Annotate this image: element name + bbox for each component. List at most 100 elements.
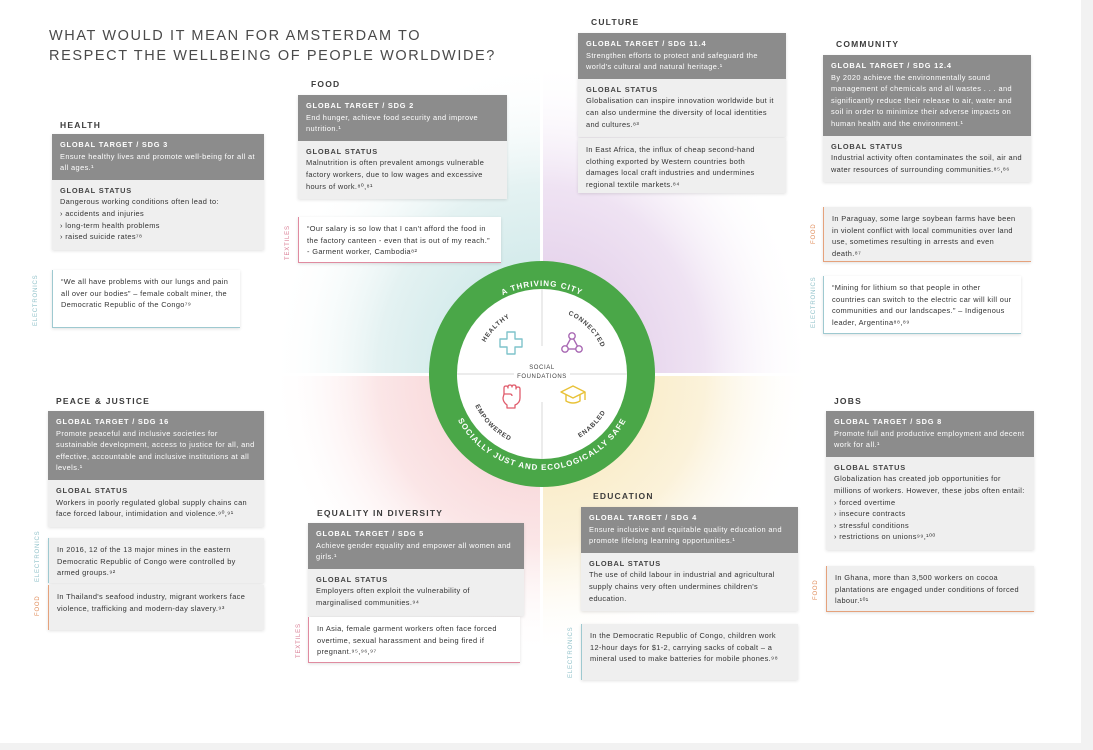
jobs-status-head: GLOBAL STATUS — [834, 462, 906, 472]
culture-target-text: Strengthen efforts to protect and safegu… — [586, 50, 758, 72]
culture-target-head: GLOBAL TARGET / SDG 11.4 — [586, 39, 707, 48]
list-item: raised suicide rates⁷⁸ — [60, 231, 256, 243]
jobs-card: GLOBAL TARGET / SDG 8 Promote full and p… — [826, 411, 1034, 550]
jobs-example-tag: FOOD — [813, 579, 819, 600]
equality-example-tag: TEXTILES — [296, 623, 302, 658]
education-status-head: GLOBAL STATUS — [589, 558, 661, 568]
food-example-tag: TEXTILES — [285, 225, 291, 260]
equality-card: GLOBAL TARGET / SDG 5 Achieve gender equ… — [308, 523, 524, 616]
food-status: GLOBAL STATUS Malnutrition is often prev… — [298, 140, 507, 200]
peace-example-1: In 2016, 12 of the 13 major mines in the… — [48, 538, 264, 583]
education-target-text: Ensure inclusive and equitable quality e… — [589, 524, 782, 546]
food-title: FOOD — [311, 79, 341, 89]
peace-example1-tag: ELECTRONICS — [35, 530, 41, 582]
health-status-text: Dangerous working conditions often lead … — [60, 197, 219, 207]
community-example-2: “Mining for lithium so that people in ot… — [823, 276, 1021, 334]
peace-title: PEACE & JUSTICE — [56, 396, 151, 406]
community-example-1: In Paraguay, some large soybean farms ha… — [823, 207, 1031, 262]
food-example: “Our salary is so low that I can't affor… — [298, 217, 501, 263]
food-target-head: GLOBAL TARGET / SDG 2 — [306, 101, 415, 110]
education-target: GLOBAL TARGET / SDG 4 Ensure inclusive a… — [581, 507, 798, 553]
list-item: accidents and injuries — [60, 208, 256, 220]
health-cross-icon — [499, 331, 523, 355]
equality-target: GLOBAL TARGET / SDG 5 Achieve gender equ… — [308, 523, 524, 569]
culture-example: In East Africa, the influx of cheap seco… — [578, 138, 786, 193]
education-example: In the Democratic Republic of Congo, chi… — [581, 624, 798, 680]
food-target: GLOBAL TARGET / SDG 2 End hunger, achiev… — [298, 95, 507, 141]
education-card: GLOBAL TARGET / SDG 4 Ensure inclusive a… — [581, 507, 798, 612]
peace-target-text: Promote peaceful and inclusive societies… — [56, 428, 255, 473]
poster: WHAT WOULD IT MEAN FOR AMSTERDAM TO RESP… — [0, 0, 1081, 743]
jobs-status-text: Globalization has created job opportunit… — [834, 474, 1025, 495]
peace-status: GLOBAL STATUS Workers in poorly regulate… — [48, 479, 264, 527]
health-status: GLOBAL STATUS Dangerous working conditio… — [52, 179, 264, 250]
equality-title: EQUALITY IN DIVERSITY — [317, 508, 444, 518]
community-target-head: GLOBAL TARGET / SDG 12.4 — [831, 61, 952, 70]
food-target-text: End hunger, achieve food security and im… — [306, 112, 479, 134]
community-status-head: GLOBAL STATUS — [831, 141, 903, 151]
community-card: GLOBAL TARGET / SDG 12.4 By 2020 achieve… — [823, 55, 1031, 183]
jobs-status: GLOBAL STATUS Globalization has created … — [826, 456, 1034, 550]
culture-status-head: GLOBAL STATUS — [586, 84, 658, 94]
peace-example2-tag: FOOD — [35, 595, 41, 616]
equality-status: GLOBAL STATUS Employers often exploit th… — [308, 568, 524, 616]
food-card: GLOBAL TARGET / SDG 2 End hunger, achiev… — [298, 95, 507, 200]
peace-card: GLOBAL TARGET / SDG 16 Promote peaceful … — [48, 411, 264, 527]
jobs-target-text: Promote full and productive employment a… — [834, 428, 1025, 450]
community-title: COMMUNITY — [836, 39, 900, 49]
jobs-status-list: forced overtime insecure contracts stres… — [834, 497, 1026, 543]
education-example-tag: ELECTRONICS — [568, 626, 574, 678]
community-status: GLOBAL STATUS Industrial activity often … — [823, 135, 1031, 183]
peace-target-head: GLOBAL TARGET / SDG 16 — [56, 417, 170, 426]
education-target-head: GLOBAL TARGET / SDG 4 — [589, 513, 698, 522]
health-status-list: accidents and injuries long-term health … — [60, 208, 256, 243]
health-title: HEALTH — [60, 120, 102, 130]
health-target-text: Ensure healthy lives and promote well-be… — [60, 151, 255, 173]
equality-target-text: Achieve gender equality and empower all … — [316, 540, 512, 562]
community-example1-tag: FOOD — [811, 223, 817, 244]
peace-status-head: GLOBAL STATUS — [56, 485, 128, 495]
equality-status-head: GLOBAL STATUS — [316, 574, 388, 584]
education-title: EDUCATION — [593, 491, 654, 501]
health-status-head: GLOBAL STATUS — [60, 185, 132, 195]
social-foundations-wheel: A THRIVING CITY SOCIALLY JUST AND ECOLOG… — [429, 261, 655, 487]
raised-fist-icon — [502, 384, 521, 409]
culture-target: GLOBAL TARGET / SDG 11.4 Strengthen effo… — [578, 33, 786, 79]
food-status-text: Malnutrition is often prevalent amongs v… — [306, 158, 485, 191]
community-target: GLOBAL TARGET / SDG 12.4 By 2020 achieve… — [823, 55, 1031, 136]
list-item: long-term health problems — [60, 220, 256, 232]
health-example-tag: ELECTRONICS — [33, 274, 39, 326]
jobs-example: In Ghana, more than 3,500 workers on coc… — [826, 566, 1034, 612]
peace-status-text: Workers in poorly regulated global suppl… — [56, 497, 248, 519]
health-target: GLOBAL TARGET / SDG 3 Ensure healthy liv… — [52, 134, 264, 180]
education-status: GLOBAL STATUS The use of child labour in… — [581, 552, 798, 612]
page-title: WHAT WOULD IT MEAN FOR AMSTERDAM TO RESP… — [49, 26, 496, 66]
peace-example-2: In Thailand's seafood industry, migrant … — [48, 585, 264, 630]
center-disc — [514, 346, 570, 402]
center-label-1: SOCIAL — [529, 365, 555, 371]
culture-card: GLOBAL TARGET / SDG 11.4 Strengthen effo… — [578, 33, 786, 138]
education-status-text: The use of child labour in industrial an… — [589, 570, 775, 603]
food-status-head: GLOBAL STATUS — [306, 146, 378, 156]
culture-status-text: Globalisation can inspire innovation wor… — [586, 96, 774, 129]
health-card: GLOBAL TARGET / SDG 3 Ensure healthy liv… — [52, 134, 264, 250]
peace-target: GLOBAL TARGET / SDG 16 Promote peaceful … — [48, 411, 264, 480]
community-status-text: Industrial activity often contaminates t… — [831, 153, 1022, 174]
graduation-cap-icon — [560, 385, 586, 404]
community-target-text: By 2020 achieve the environmentally soun… — [831, 72, 1013, 128]
list-item: insecure contracts — [834, 508, 1026, 520]
health-example: “We all have problems with our lungs and… — [52, 270, 240, 328]
equality-target-head: GLOBAL TARGET / SDG 5 — [316, 529, 425, 538]
culture-status: GLOBAL STATUS Globalisation can inspire … — [578, 78, 786, 138]
equality-example: In Asia, female garment workers often fa… — [308, 617, 520, 663]
jobs-target: GLOBAL TARGET / SDG 8 Promote full and p… — [826, 411, 1034, 457]
community-example2-tag: ELECTRONICS — [811, 276, 817, 328]
network-icon — [561, 332, 583, 353]
list-item: forced overtime — [834, 497, 1026, 509]
list-item: restrictions on unions⁹⁹,¹⁰⁰ — [834, 531, 1026, 543]
jobs-title: JOBS — [834, 396, 862, 406]
title-line-1: WHAT WOULD IT MEAN FOR AMSTERDAM TO — [49, 28, 422, 44]
title-line-2: RESPECT THE WELLBEING OF PEOPLE WORLDWID… — [49, 48, 496, 64]
jobs-target-head: GLOBAL TARGET / SDG 8 — [834, 417, 943, 426]
equality-status-text: Employers often exploit the vulnerabilit… — [316, 586, 470, 607]
